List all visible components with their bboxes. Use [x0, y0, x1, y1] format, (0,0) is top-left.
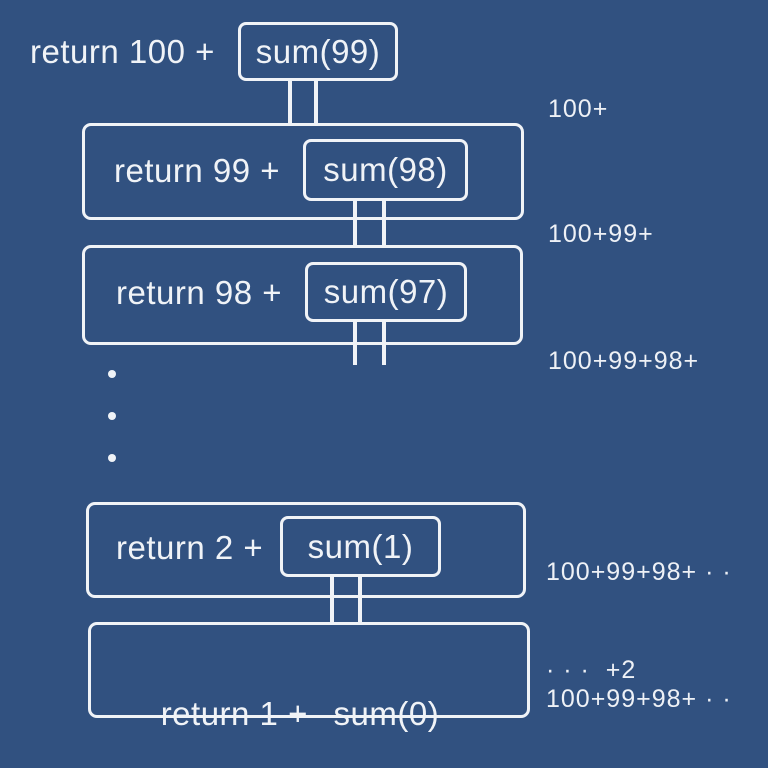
annotation-sum-3: 100+99+98+ [548, 347, 700, 375]
frame-2-expression: return 99 + [114, 152, 281, 189]
frame-1-call-label: sum(99) [255, 32, 381, 70]
connector-line [353, 321, 357, 365]
ellipsis-dot [108, 454, 116, 462]
connector-line [353, 199, 357, 245]
frame-5-call-label: sum(0) [333, 695, 440, 732]
connector-line [382, 321, 386, 365]
annotation-sum-4: 100+99+98+ · · · · · +2 [546, 558, 732, 684]
frame-2-call-box: sum(98) [303, 139, 468, 201]
connector-line [330, 575, 334, 622]
frame-3-call-box: sum(97) [305, 262, 467, 322]
frame-3-expression: return 98 + [116, 274, 283, 311]
connector-line [314, 80, 318, 124]
frame-5-expression-prefix: return 1 + [160, 695, 318, 732]
frame-4-box [86, 502, 526, 598]
frame-2-box [82, 123, 524, 220]
frame-3-box [82, 245, 523, 345]
ellipsis-dot [108, 370, 116, 378]
connector-line [382, 199, 386, 245]
frame-1-expression: return 100 + [30, 33, 215, 70]
frame-2-call-label: sum(98) [323, 151, 448, 188]
annotation-sum-2: 100+99+ [548, 220, 654, 248]
ellipsis-dot [108, 412, 116, 420]
frame-5-box [88, 622, 530, 718]
annotation-sum-1: 100+ [548, 95, 609, 123]
frame-3-call-label: sum(97) [323, 273, 449, 310]
connector-line [358, 575, 362, 622]
frame-4-call-label: sum(1) [307, 527, 414, 565]
frame-1-call-box: sum(99) [238, 22, 398, 81]
frame-4-call-box: sum(1) [280, 516, 441, 577]
annotation-sum-5: 100+99+98+ · · · · · +2+1+ [546, 685, 732, 713]
frame-4-expression: return 2 + [116, 529, 264, 566]
connector-line [288, 80, 292, 124]
frame-5-expression: return 1 + sum(0) [122, 648, 439, 768]
